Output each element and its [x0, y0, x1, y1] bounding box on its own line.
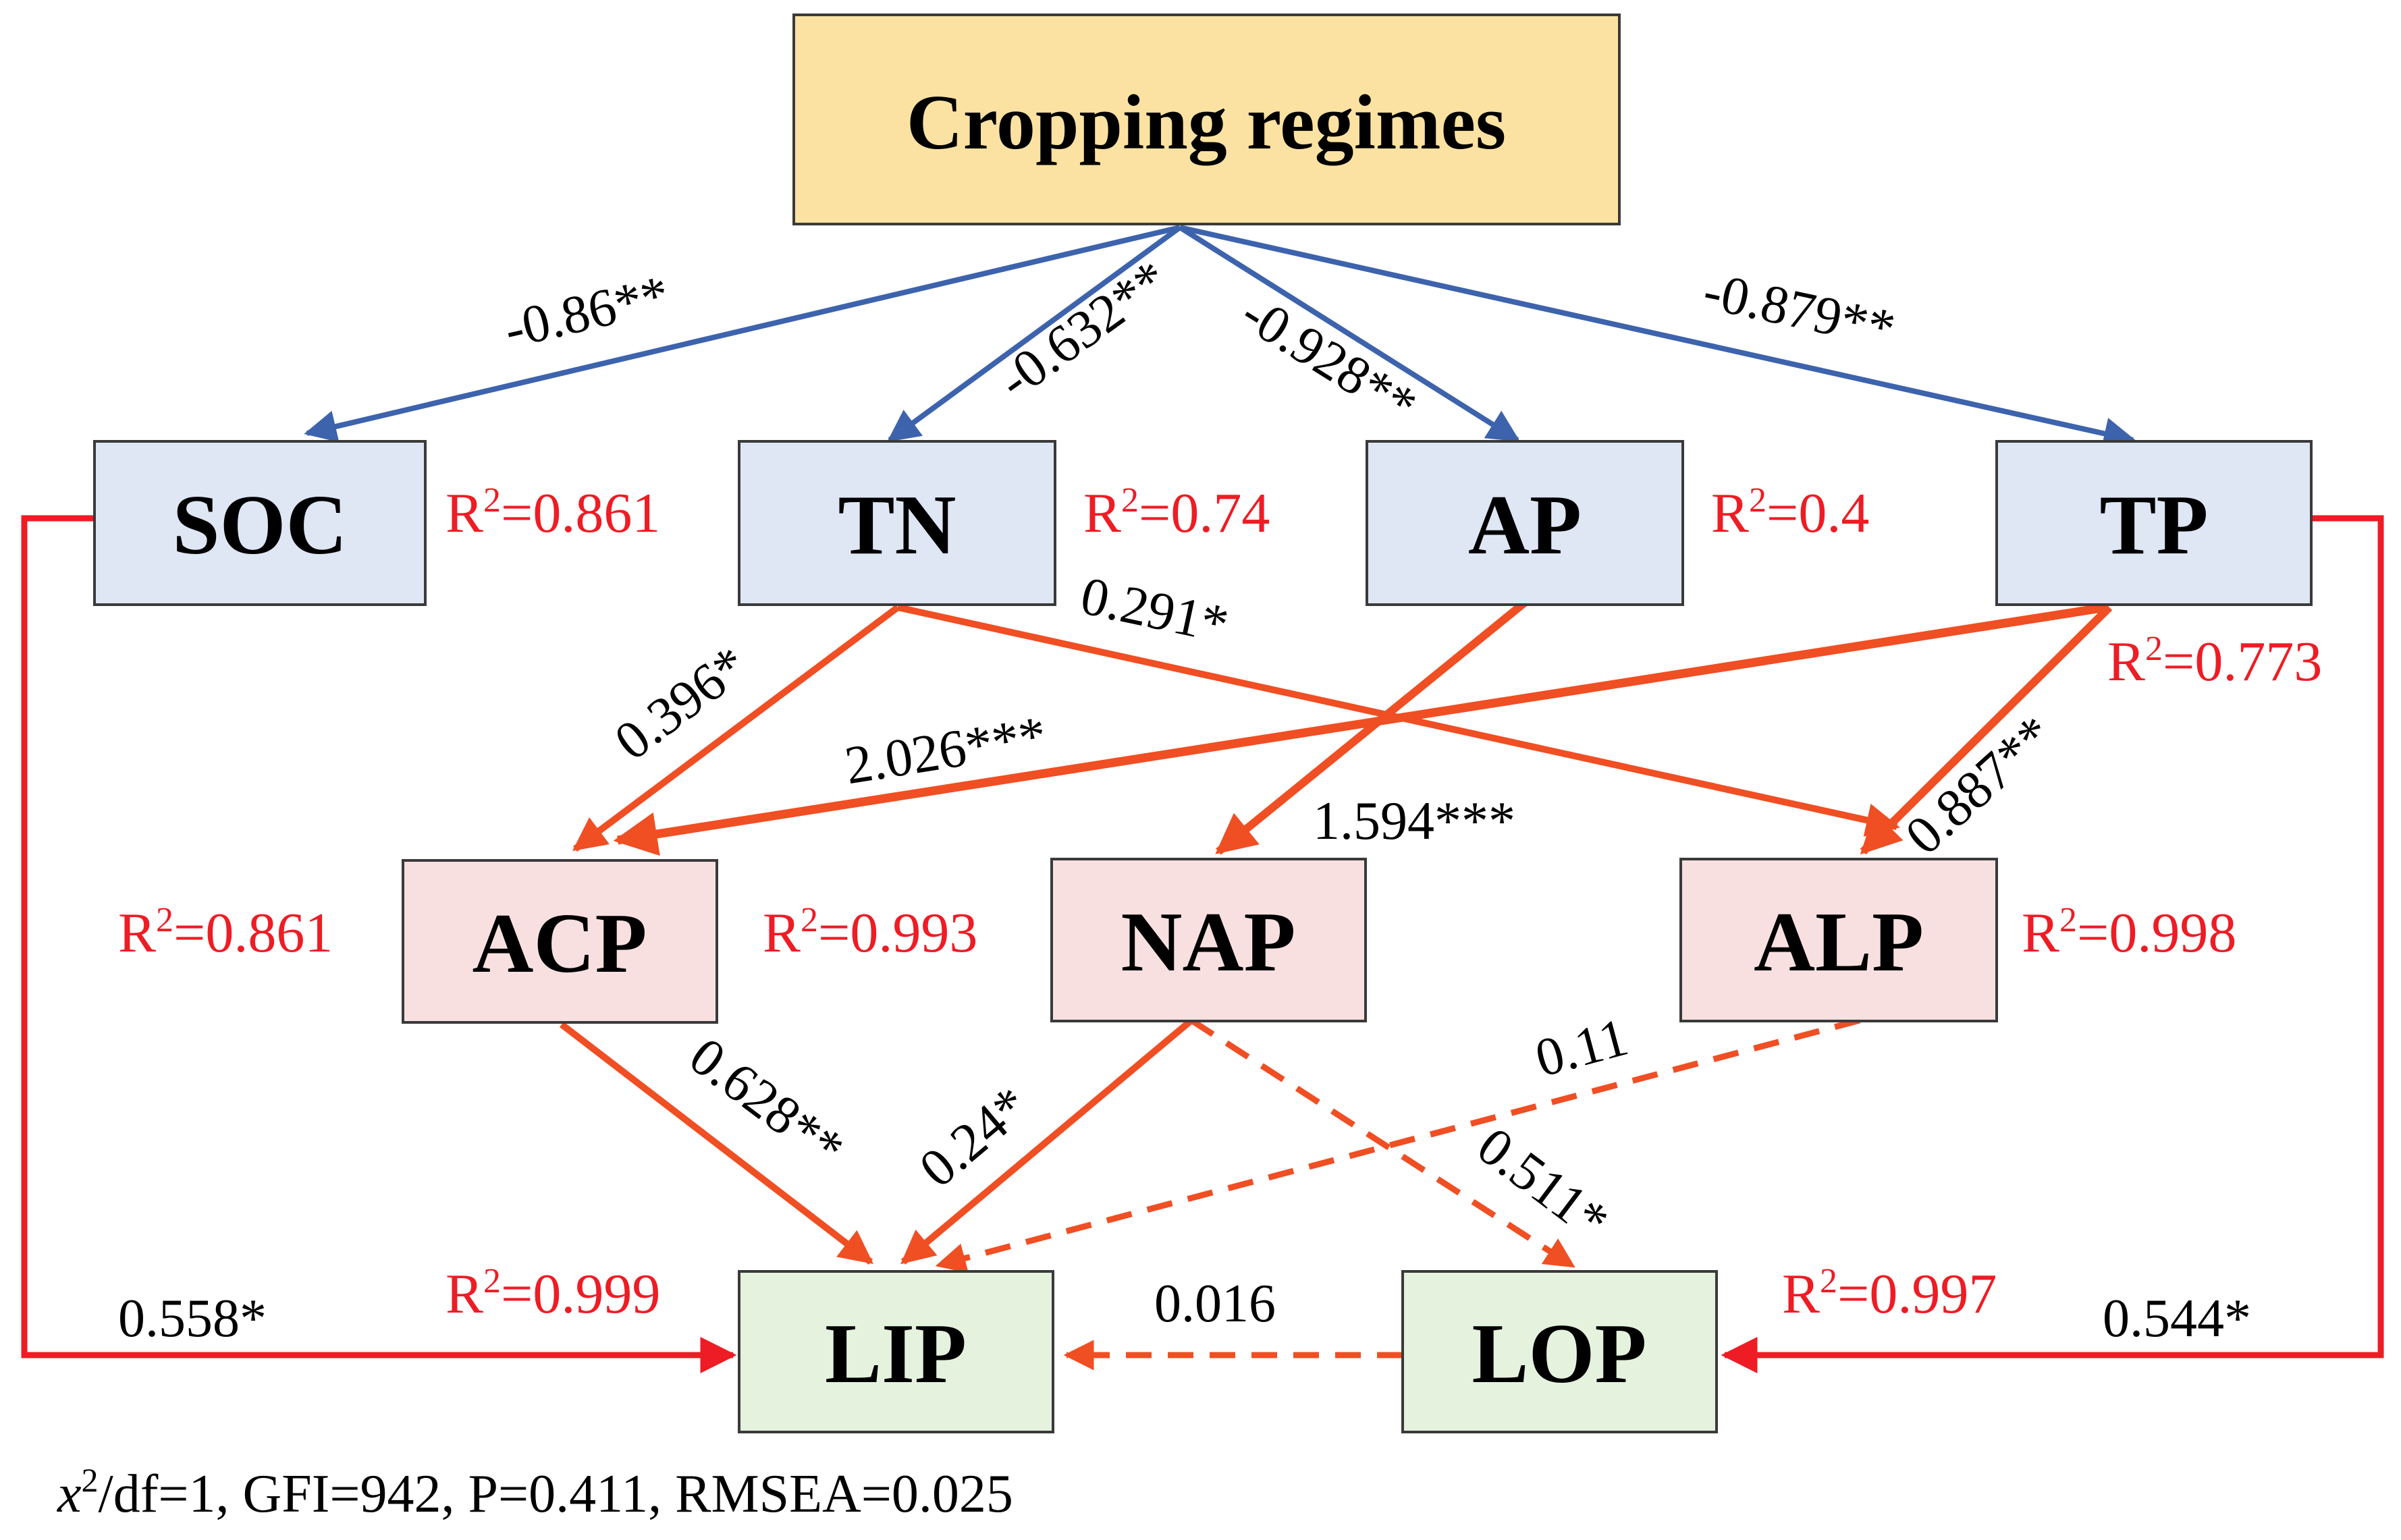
node-label-alp: ALP: [1754, 896, 1924, 989]
node-box-nap: [1050, 858, 1367, 1022]
r2-label-soc: R2=0.861: [446, 481, 660, 545]
node-box-tn: [738, 440, 1056, 606]
node-label-soc: SOC: [172, 478, 347, 572]
node-box-tp: [1995, 440, 2313, 606]
coef-label-crop-ap: -0.928**: [1231, 283, 1427, 437]
arrow-acp-lip: [559, 1022, 873, 1265]
arrow-nap-lip: [900, 1018, 1194, 1265]
coef-label-soc-lip: 0.558*: [118, 1289, 267, 1348]
coef-label-nap-lip: 0.24*: [909, 1076, 1040, 1199]
node-boxes: [93, 13, 2313, 1433]
coef-label-crop-tp: -0.879**: [1698, 261, 1900, 360]
coefficient-labels: -0.86** -0.632** -0.928** -0.879** 0.396…: [118, 249, 2251, 1348]
coef-label-ap-nap: 1.594***: [1313, 792, 1515, 851]
coef-label-alp-lip: 0.11: [1530, 1008, 1634, 1089]
node-label-tp: TP: [2099, 478, 2208, 572]
arrow-tp-lop: [1721, 515, 2384, 1373]
node-label-acp: ACP: [473, 897, 647, 991]
r2-label-ap: R2=0.4: [1711, 481, 1869, 545]
arrow-soc-lip: [21, 515, 737, 1373]
node-label-cropping: Cropping regimes: [907, 80, 1506, 166]
coef-label-tp-lop: 0.544*: [2103, 1289, 2251, 1348]
node-label-nap: NAP: [1121, 896, 1296, 989]
r2-label-tp: R2=0.773: [2107, 630, 2322, 693]
coef-label-nap-lop: 0.511*: [1467, 1116, 1619, 1252]
node-label-tn: TN: [838, 478, 956, 572]
r2-label-nap: R2=0.993: [763, 901, 977, 964]
node-box-lip: [738, 1270, 1054, 1433]
arrow-ap-nap: [1215, 599, 1528, 855]
arrow-alp-lip: [935, 1017, 1861, 1273]
coef-label-tn-acp: 0.396*: [604, 635, 759, 772]
node-label-lop: LOP: [1472, 1307, 1646, 1401]
node-box-acp: [402, 859, 718, 1024]
coef-label-crop-tn: -0.632**: [988, 249, 1179, 411]
coef-label-tn-alp: 0.291*: [1076, 566, 1233, 655]
r2-label-acp: R2=0.861: [118, 901, 333, 964]
arrow-tn-acp: [572, 604, 900, 852]
node-box-soc: [93, 440, 427, 606]
model-fit-stats: x2/df=1, GFI=942, P=0.411, RMSEA=0.025: [57, 1461, 1013, 1524]
coef-label-acp-lip: 0.628**: [678, 1026, 855, 1180]
path-arrows: [21, 225, 2384, 1373]
node-box-cropping: [792, 13, 1621, 225]
arrow-crop-ap: [1178, 225, 1521, 443]
coef-label-tp-alp: 0.887**: [1895, 705, 2065, 866]
node-box-ap: [1366, 440, 1684, 606]
r2-label-tn: R2=0.74: [1083, 481, 1270, 545]
node-labels: Cropping regimes SOC TN AP TP ACP NAP AL…: [172, 80, 2208, 1401]
node-label-ap: AP: [1468, 478, 1582, 572]
r2-labels: R2=0.861 R2=0.74 R2=0.4 R2=0.773 R2=0.86…: [118, 481, 2322, 1325]
r2-label-alp: R2=0.998: [2022, 901, 2236, 964]
node-box-lop: [1401, 1270, 1718, 1433]
node-label-lip: LIP: [825, 1307, 967, 1401]
node-box-alp: [1679, 858, 1998, 1022]
r2-label-lip: R2=0.999: [446, 1262, 660, 1325]
coef-label-lop-lip: 0.016: [1154, 1274, 1276, 1333]
coef-label-tp-acp: 2.026***: [841, 705, 1050, 796]
arrow-crop-soc: [304, 225, 1181, 443]
coef-label-crop-soc: -0.86**: [499, 265, 674, 360]
arrow-crop-tp: [1179, 225, 2136, 450]
arrow-tp-alp: [1860, 604, 2113, 855]
arrow-crop-tn: [887, 225, 1182, 443]
arrow-nap-lop: [1189, 1018, 1575, 1269]
arrow-tp-acp: [613, 603, 2107, 856]
r2-label-lop: R2=0.997: [1782, 1262, 1997, 1325]
